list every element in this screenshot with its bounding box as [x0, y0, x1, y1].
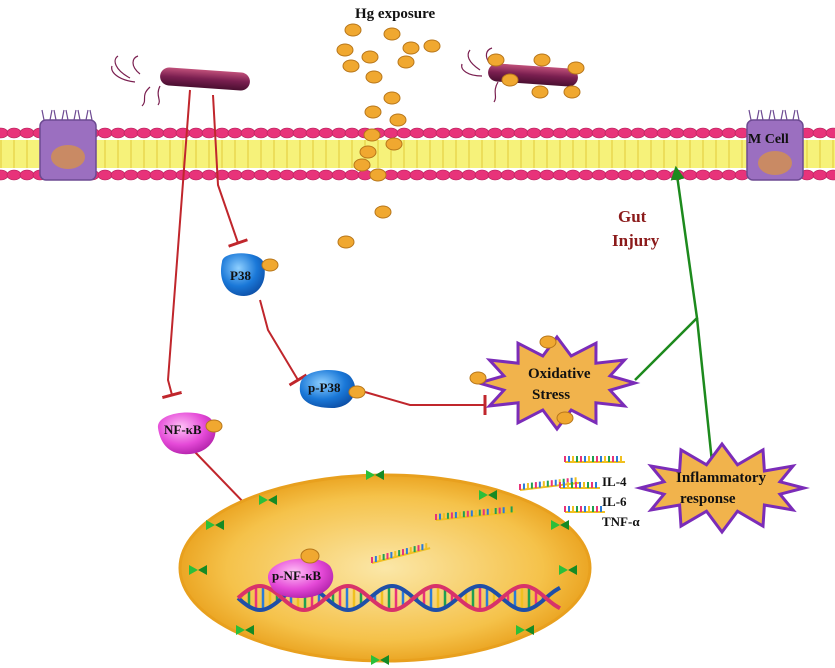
p38-label: P38 [230, 268, 251, 283]
stress-label: Stress [532, 387, 570, 403]
hg-particles [336, 23, 585, 249]
m-cell-left [39, 109, 97, 181]
cell-membrane [0, 127, 835, 181]
p-nfkb-node: p-NF-κB [267, 548, 334, 598]
p-p38-node: p-P38 [299, 370, 366, 408]
tnfa-label: TNF-α [602, 514, 640, 529]
hg-exposure-title: Hg exposure [355, 6, 435, 22]
m-cell-right [746, 109, 804, 181]
inflammatory-response-burst: Inflammatory response [634, 441, 810, 535]
p-p38-label: p-P38 [308, 380, 341, 395]
response-label: response [680, 491, 736, 507]
p38-node: P38 [220, 253, 279, 296]
injury-label: Injury [612, 231, 660, 250]
bacterium-left [111, 55, 250, 107]
inhibition-lines [161, 89, 487, 544]
nfkb-label: NF-κB [164, 422, 202, 437]
oxidative-label: Oxidative [528, 366, 591, 382]
gut-label: Gut [618, 207, 647, 226]
il4-label: IL-4 [602, 474, 627, 489]
bacterium-right [461, 47, 578, 103]
nucleus [178, 470, 592, 665]
mrna-strands [371, 456, 625, 564]
p-nfkb-label: p-NF-κB [272, 568, 321, 583]
m-cell-label: M Cell [748, 132, 789, 147]
il6-label: IL-6 [602, 494, 627, 509]
nfkb-node: NF-κB [157, 412, 223, 455]
activation-lines [634, 165, 714, 463]
oxidative-stress-burst: Oxidative Stress [469, 334, 641, 432]
inflammatory-label: Inflammatory [676, 470, 766, 486]
